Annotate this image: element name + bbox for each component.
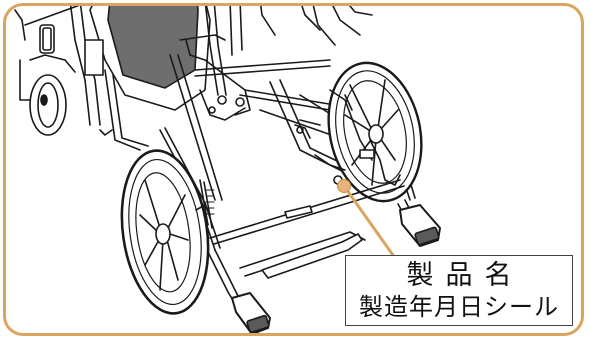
footplate-right (399, 204, 441, 247)
label-leader (337, 179, 402, 267)
product-label-callout: 製品名 製造年月日シール (345, 255, 573, 326)
rear-wheel-left (120, 149, 215, 315)
frame-left (69, 6, 149, 151)
back-frame (194, 6, 373, 121)
circle-marker-icon (337, 179, 351, 193)
caster-left (14, 6, 81, 136)
manufacture-date-sticker-text: 製造年月日シール (359, 292, 559, 321)
product-name-text: 製品名 (406, 259, 524, 291)
footplate-left (231, 292, 271, 333)
seat-cushion (89, 6, 226, 111)
rear-wheel-right (327, 61, 423, 203)
